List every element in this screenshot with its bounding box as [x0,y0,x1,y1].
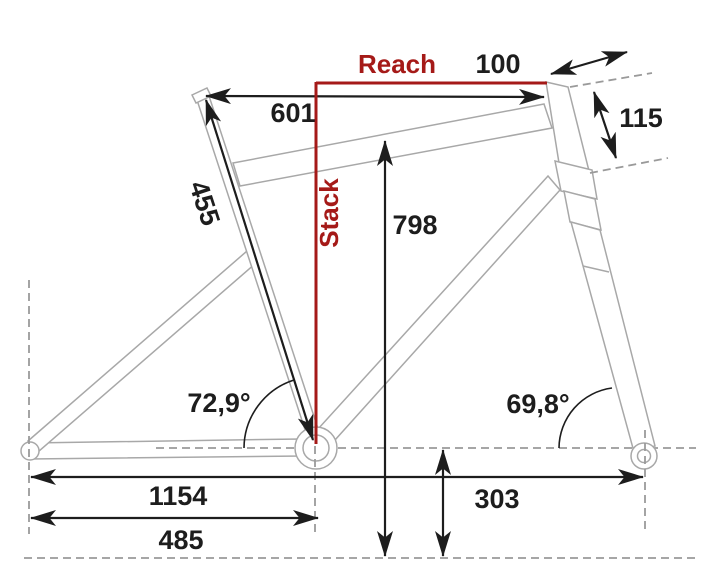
dim-standover-value: 798 [392,210,437,240]
head-angle-value: 69,8° [506,389,569,419]
dim-head-tube-line [592,91,618,159]
dimension-lines [30,50,644,557]
construction-lines [24,72,698,559]
dim-seat-tube-value: 455 [183,177,225,229]
head-tube [545,81,591,173]
dim-top-tube-line [205,88,545,105]
seat-angle-value: 72,9° [187,388,250,418]
dim-wheelbase-value: 1154 [149,481,208,511]
dim-bb-height-value: 303 [474,484,519,514]
dim-rear-center-value: 485 [158,525,203,555]
rear-dropout [20,441,40,461]
front-axle [636,448,652,464]
dim-top-tube-value: 601 [270,98,315,128]
dim-head-top-line [550,50,628,76]
fork-crown [554,159,598,200]
chainstay-tube [29,438,303,460]
dim-head-tube-value: 115 [619,103,663,133]
head-top-dashed-line [569,72,653,88]
fork-stanchion [563,189,602,232]
stack-label: Stack [314,178,344,248]
head-angle-arc [558,387,613,449]
fork-leg-joint [582,265,610,273]
fork-leg [569,220,656,453]
dim-seat-tube-line [204,99,315,441]
seat-angle-arc [243,379,295,449]
seatstay-tube [26,249,258,454]
reach-stack-lines [314,81,547,444]
dim-head-top-value: 100 [475,49,520,79]
reach-label: Reach [358,49,436,79]
head-bottom-dashed-line [589,157,669,174]
